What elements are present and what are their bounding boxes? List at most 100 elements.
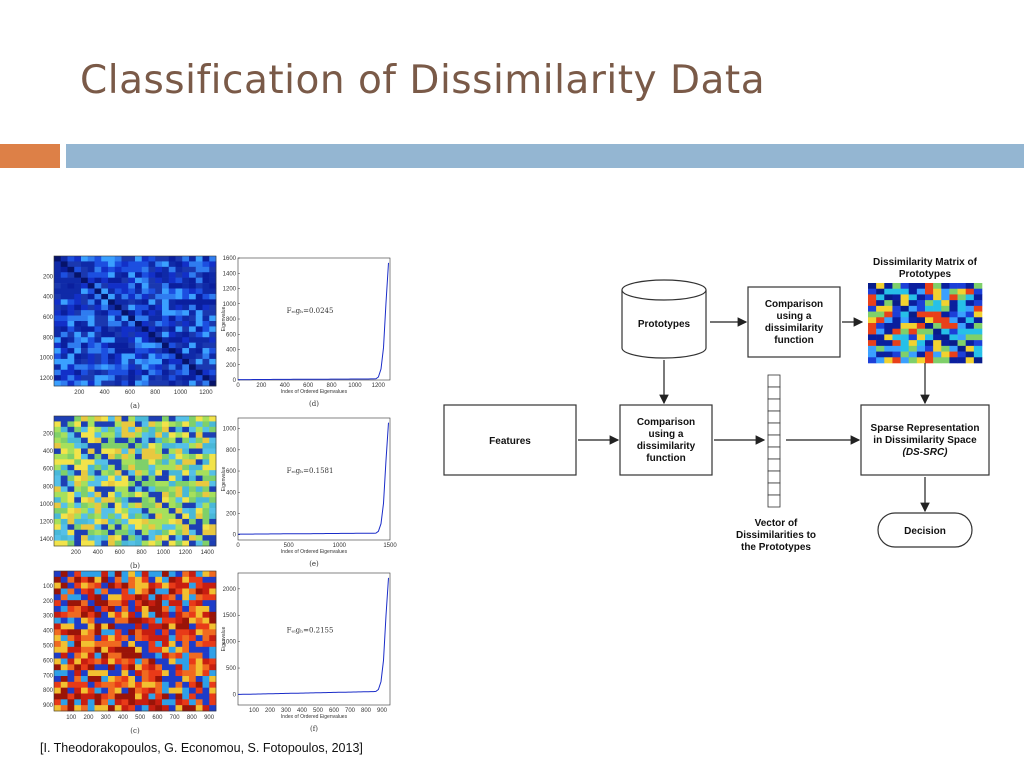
- figure-caption: (c): [130, 727, 140, 735]
- vector-label-line3: the Prototypes: [741, 542, 811, 553]
- x-tick-label: 800: [137, 550, 148, 556]
- comparison-mid-line1: Comparison: [637, 417, 695, 428]
- figure-caption: (e): [309, 560, 319, 568]
- eigen-curve: [238, 577, 389, 695]
- comparison-mid-line4: function: [646, 453, 685, 464]
- x-tick-label: 800: [187, 715, 198, 721]
- comparison-mid-line3: dissimilarity: [637, 441, 696, 452]
- x-tick-label: 1000: [333, 543, 347, 549]
- x-tick-label: 200: [256, 383, 267, 389]
- y-tick-label: 1600: [223, 256, 237, 262]
- x-tick-label: 700: [345, 708, 356, 714]
- vector-cell: [767, 422, 781, 436]
- y-tick-label: 200: [43, 432, 54, 438]
- y-tick-label: 1000: [40, 356, 54, 362]
- y-axis-label: Eigenvalue: [221, 466, 227, 491]
- x-tick-label: 100: [249, 708, 260, 714]
- x-tick-label: 400: [93, 550, 104, 556]
- comparison-top-line4: function: [774, 335, 813, 346]
- matrix-label-line2: Prototypes: [899, 269, 952, 280]
- y-tick-label: 800: [226, 448, 237, 454]
- y-tick-label: 600: [43, 658, 54, 664]
- y-tick-label: 800: [43, 335, 54, 341]
- vector-cell: [767, 470, 781, 484]
- x-tick-label: 900: [377, 708, 388, 714]
- x-tick-label: 600: [303, 383, 314, 389]
- citation: [I. Theodorakopoulos, G. Economou, S. Fo…: [40, 741, 363, 755]
- y-tick-label: 400: [226, 348, 237, 354]
- x-tick-label: 400: [280, 383, 291, 389]
- x-tick-label: 1500: [383, 543, 397, 549]
- vector-cell: [767, 446, 781, 460]
- vector-cell: [767, 482, 781, 496]
- y-tick-label: 200: [43, 274, 54, 280]
- x-tick-label: 1200: [372, 383, 386, 389]
- x-tick-label: 1000: [174, 390, 188, 396]
- x-tick-label: 800: [361, 708, 372, 714]
- y-tick-label: 0: [233, 533, 237, 539]
- x-tick-label: 200: [83, 715, 94, 721]
- x-tick-label: 300: [281, 708, 292, 714]
- x-tick-label: 400: [100, 390, 111, 396]
- prototypes-label: Prototypes: [638, 319, 691, 330]
- x-tick-label: 1000: [348, 383, 362, 389]
- comparison-box-top: Comparison using a dissimilarity functio…: [747, 286, 841, 358]
- x-tick-label: 800: [327, 383, 338, 389]
- y-tick-label: 1200: [40, 376, 54, 382]
- y-tick-label: 1000: [223, 427, 237, 433]
- slide-title: Classification of Dissimilarity Data: [80, 58, 766, 103]
- y-tick-label: 1000: [223, 302, 237, 308]
- x-tick-label: 500: [313, 708, 324, 714]
- x-tick-label: 0: [236, 383, 240, 389]
- x-tick-label: 800: [150, 390, 161, 396]
- sparse-line1: Sparse Representation: [871, 423, 980, 434]
- x-tick-label: 700: [170, 715, 181, 721]
- x-axis-label: Index of Ordered Eigenvalues: [281, 714, 348, 720]
- y-tick-label: 1200: [223, 287, 237, 293]
- eigen-curve: [237, 422, 389, 535]
- y-axis-label: Eigenvalue: [221, 306, 227, 331]
- x-tick-label: 600: [152, 715, 163, 721]
- y-tick-label: 400: [43, 295, 54, 301]
- sparse-line3: (DS-SRC): [903, 447, 949, 458]
- y-tick-label: 600: [43, 315, 54, 321]
- figure-caption: (f): [310, 725, 318, 733]
- figure-caption: (a): [130, 402, 140, 410]
- matrix-label-line1: Dissimilarity Matrix of: [873, 257, 978, 268]
- y-tick-label: 1500: [223, 613, 237, 619]
- vector-cell: [767, 494, 781, 508]
- vector-cell: [767, 398, 781, 412]
- sparse-line2: in Dissimilarity Space: [873, 435, 977, 446]
- y-tick-label: 1000: [40, 502, 54, 508]
- y-tick-label: 400: [43, 629, 54, 635]
- x-tick-label: 600: [329, 708, 340, 714]
- matrix-heatmap: [54, 571, 217, 712]
- y-tick-label: 700: [43, 673, 54, 679]
- features-label: Features: [489, 436, 531, 447]
- x-tick-label: 200: [71, 550, 82, 556]
- x-tick-label: 900: [204, 715, 215, 721]
- y-tick-label: 1200: [40, 519, 54, 525]
- decision-box: Decision: [877, 512, 973, 548]
- dissimilarity-matrix-thumbnail: [868, 283, 983, 364]
- y-tick-label: 200: [226, 511, 237, 517]
- accent-band-blue: [66, 144, 1024, 168]
- y-tick-label: 400: [226, 490, 237, 496]
- x-tick-label: 500: [135, 715, 146, 721]
- y-tick-label: 800: [43, 688, 54, 694]
- flow-arrows: [578, 317, 930, 513]
- comparison-top-line3: dissimilarity: [765, 323, 824, 334]
- matrix-heatmap: [54, 416, 217, 547]
- y-tick-label: 2000: [223, 587, 237, 593]
- y-tick-label: 1400: [223, 271, 237, 277]
- figure-caption: (b): [130, 562, 140, 570]
- x-tick-label: 1200: [179, 550, 193, 556]
- x-tick-label: 400: [297, 708, 308, 714]
- ds-src-diagram: Prototypes Comparison using a dissimilar…: [440, 250, 1000, 570]
- comparison-box-middle: Comparison using a dissimilarity functio…: [619, 404, 713, 476]
- accent-band-orange: [0, 144, 60, 168]
